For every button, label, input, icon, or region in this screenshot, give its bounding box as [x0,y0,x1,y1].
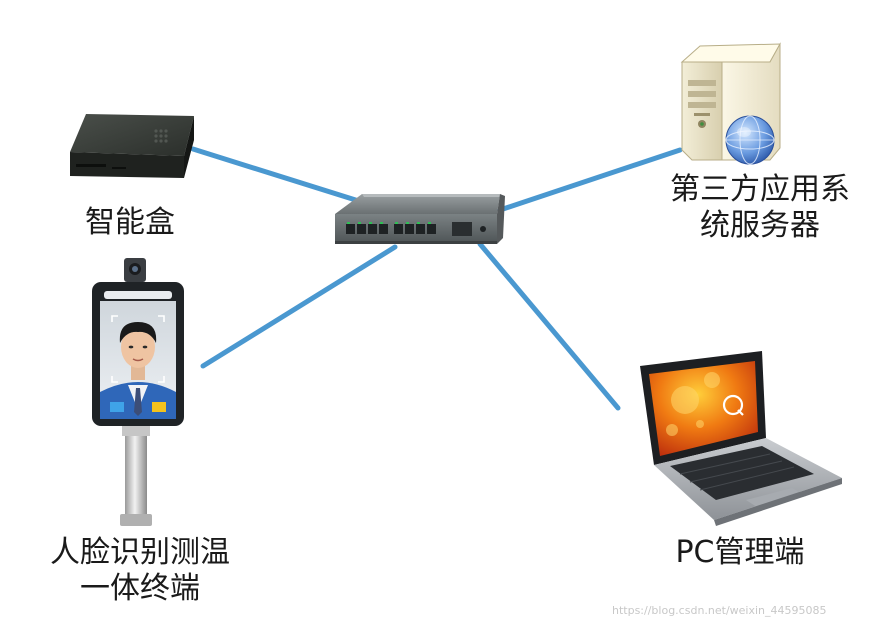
uplink-port [452,222,472,236]
switch-port-leds [347,222,431,224]
laptop-device [640,351,842,526]
network-switch [335,194,505,244]
terminal-label-line1: 人脸识别测温 [50,535,230,570]
link-pc [477,241,621,411]
pc-label: PC管理端 [675,535,805,570]
link-terminal [200,244,398,369]
terminal-label-line2: 一体终端 [80,571,200,606]
smart-box-label: 智能盒 [85,205,175,240]
status-icons [110,402,166,412]
watermark: https://blog.csdn.net/weixin_44595085 [612,604,827,617]
server-device [680,42,781,165]
server-label-line1: 第三方应用系 [670,172,850,207]
server-label-line2: 统服务器 [700,208,820,243]
switch-ports [346,224,436,234]
globe-icon [725,115,775,165]
smart-box-device [70,114,194,178]
face-detect-frame [111,315,165,383]
face-terminal-device [92,258,184,526]
server-label: 第三方应用系 统服务器 [655,172,865,244]
links [190,146,683,411]
terminal-label: 人脸识别测温 一体终端 [40,535,240,607]
link-smart-box [190,146,365,205]
link-server [497,147,683,213]
